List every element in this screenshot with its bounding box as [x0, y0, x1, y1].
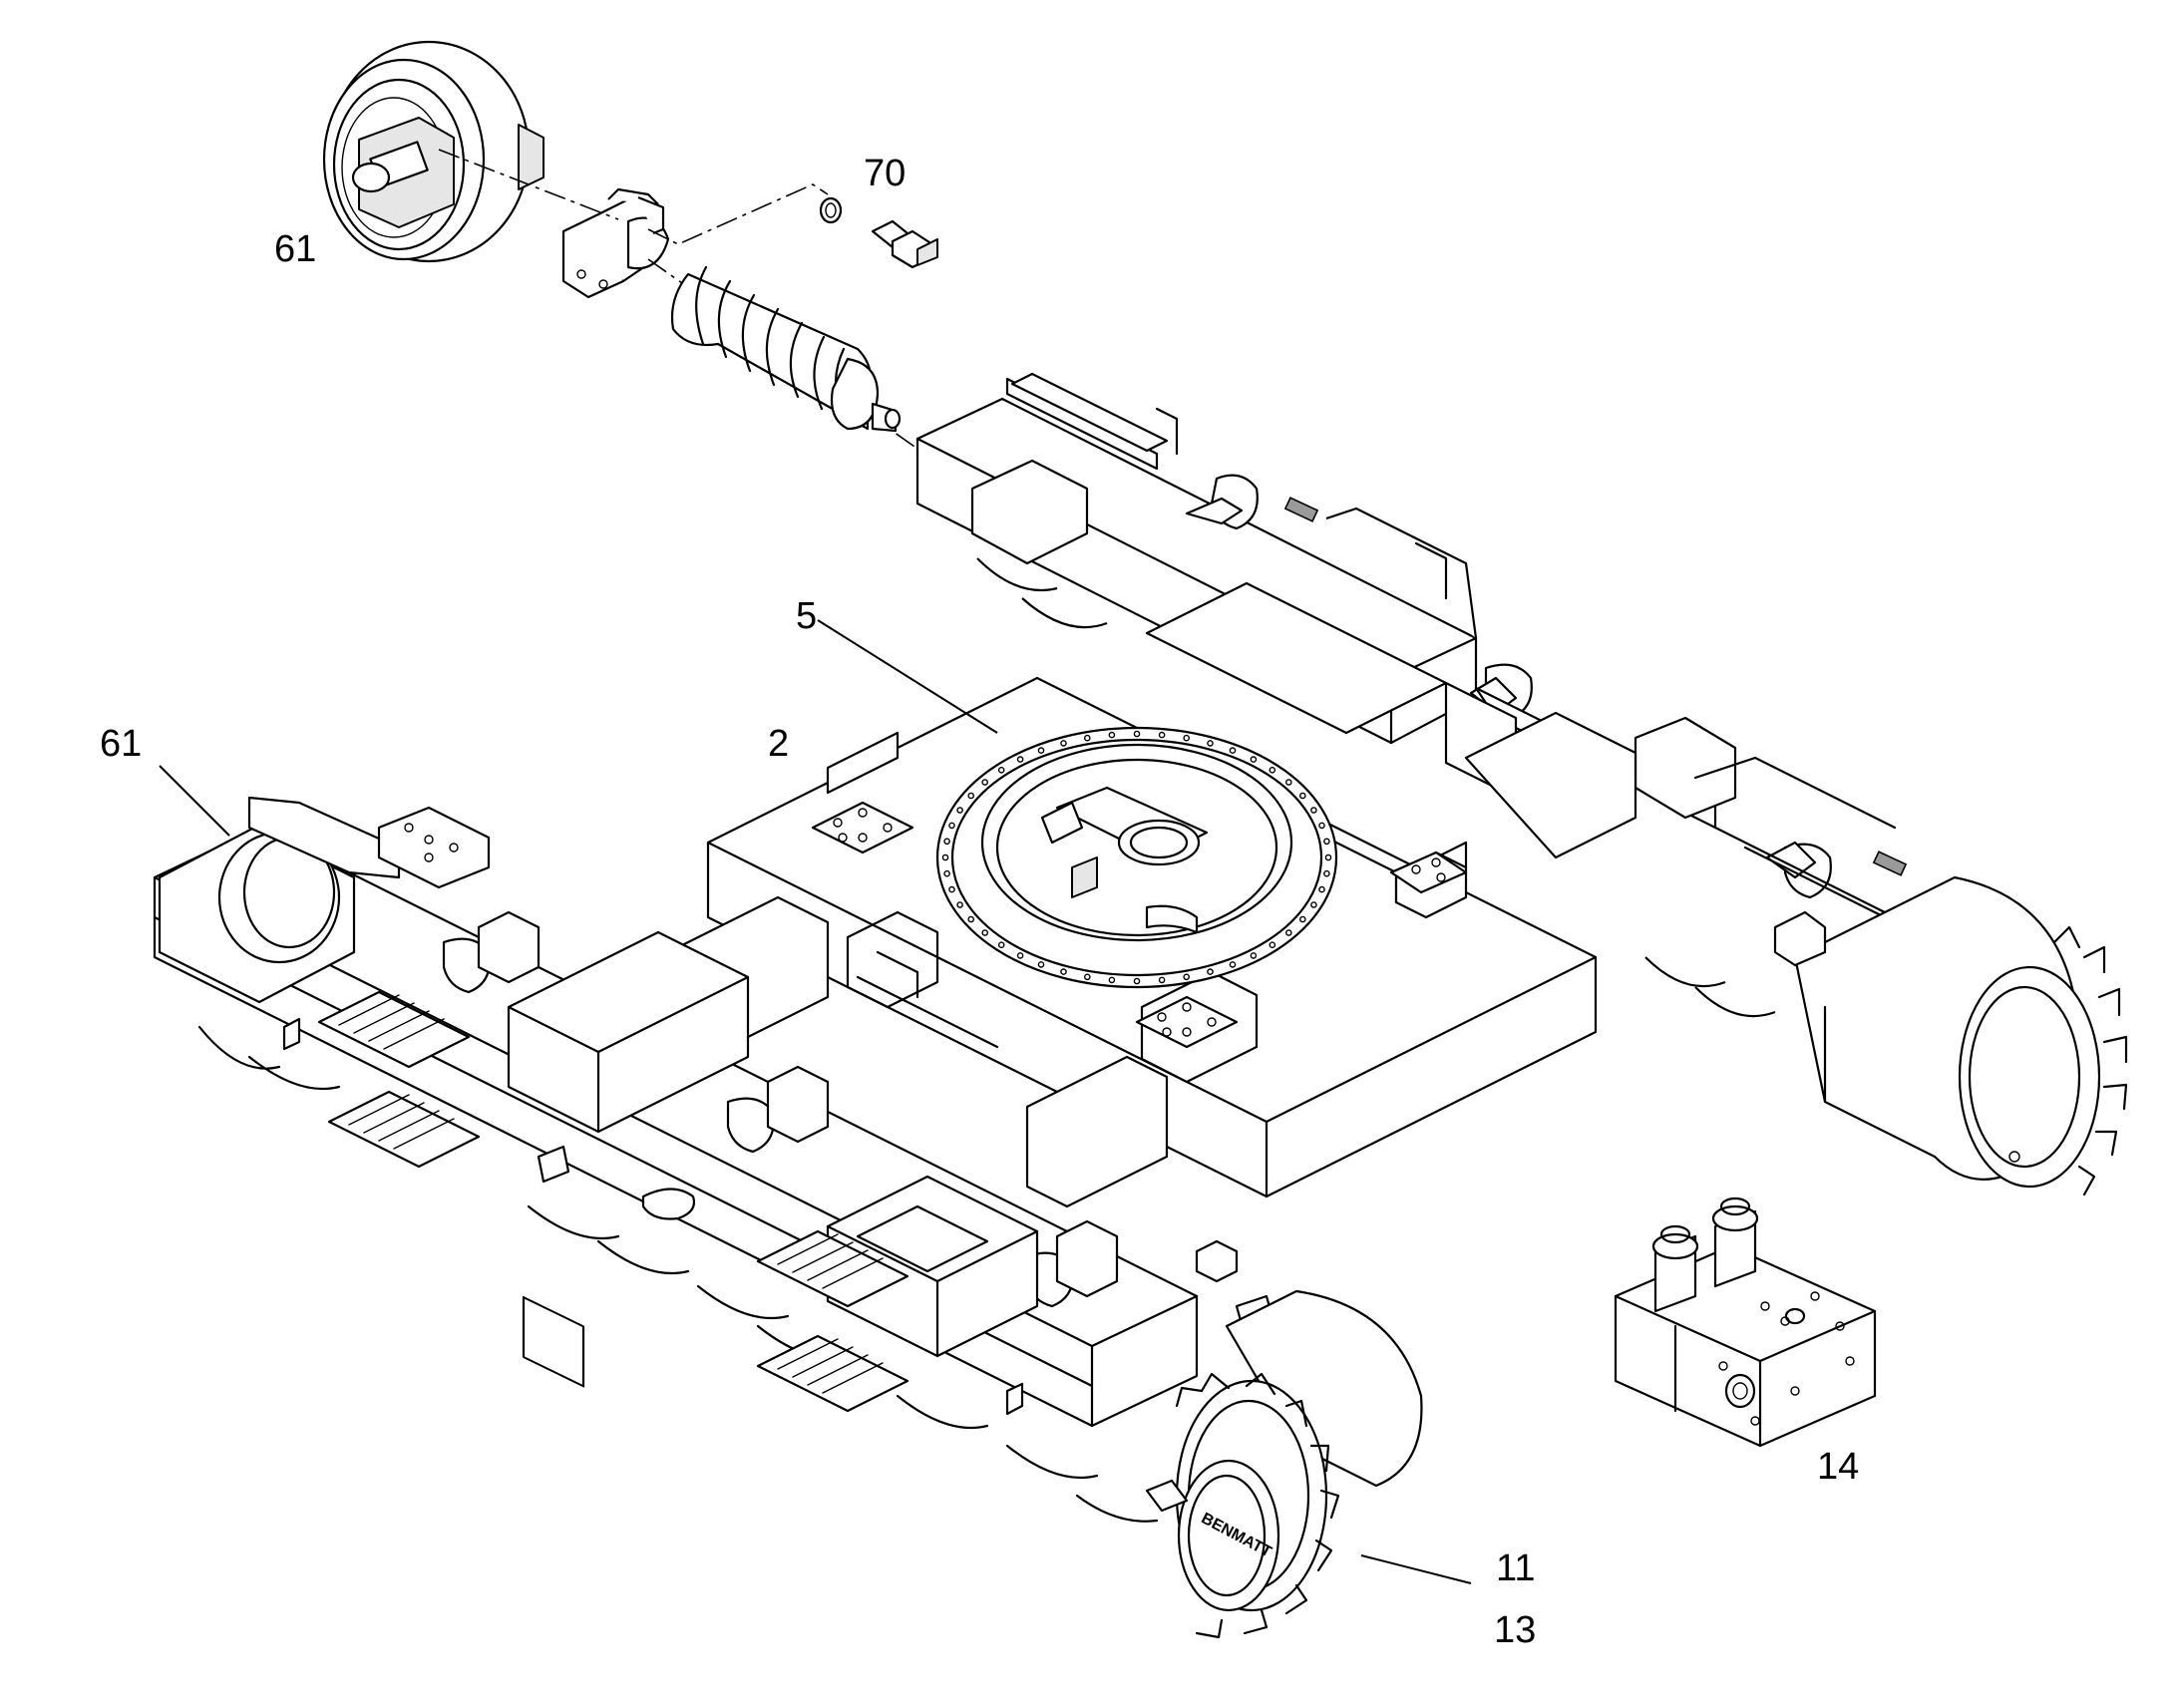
ring-bolt-hole — [1323, 869, 1330, 877]
callout-11: 11 — [1496, 1547, 1535, 1589]
o-ring — [819, 196, 843, 224]
right-drive-housing — [1773, 875, 2128, 1196]
left-drive-sprocket: BENMATT — [1145, 1289, 1423, 1639]
ring-bolt-hole — [1084, 734, 1091, 742]
callout-61-top: 61 — [274, 228, 316, 270]
slewing-ring — [935, 726, 1338, 989]
ring-bolt-hole — [1285, 779, 1292, 786]
ring-bolt-hole — [943, 869, 950, 877]
ring-bolt-hole — [1158, 731, 1166, 739]
ring-bolt-hole — [1310, 807, 1317, 814]
recoil-spring — [670, 265, 902, 433]
ring-bolt-hole — [1133, 977, 1141, 985]
ring-bolt-hole — [1229, 747, 1237, 754]
ring-bolt-hole — [1250, 952, 1258, 959]
ring-bolt-hole — [1060, 740, 1067, 747]
ring-bolt-hole — [1108, 976, 1116, 984]
ring-bolt-hole — [1229, 961, 1237, 968]
ring-bolt-hole — [1108, 731, 1116, 739]
ring-bolt-hole — [1060, 968, 1067, 975]
ring-bolt-hole — [1183, 734, 1190, 742]
ring-bolt-hole — [1016, 952, 1024, 959]
ring-bolt-holes — [941, 730, 1332, 985]
ring-bolt-hole — [1250, 756, 1258, 763]
ring-bolt-hole — [1318, 822, 1325, 830]
ring-bolt-hole — [997, 941, 1005, 949]
ring-bolt-hole — [948, 822, 955, 830]
ring-bolt-hole — [948, 885, 955, 893]
ring-bolt-hole — [967, 792, 975, 800]
ring-bolt-hole — [1084, 973, 1091, 981]
ring-bolt-hole — [1207, 968, 1214, 975]
ring-bolt-hole — [1207, 740, 1214, 747]
callout-61-left: 61 — [100, 723, 142, 765]
ring-bolt-hole — [1299, 915, 1306, 923]
callout-2: 2 — [768, 723, 789, 765]
ring-bolt-hole — [1037, 961, 1045, 968]
ring-bolt-hole — [1183, 973, 1190, 981]
ring-bolt-hole — [1269, 767, 1276, 774]
idler-yoke — [561, 187, 670, 299]
ring-bolt-hole — [1318, 885, 1325, 893]
ring-bolt-hole — [1037, 747, 1045, 754]
grease-fitting — [871, 219, 938, 269]
idler-wheel-top — [322, 40, 545, 263]
ring-bolt-hole — [967, 915, 975, 923]
ring-bolt-hole — [1133, 730, 1141, 738]
ring-bolt-hole — [1285, 929, 1292, 936]
valve-block — [1614, 1196, 1877, 1448]
callout-70: 70 — [864, 153, 906, 194]
ring-bolt-hole — [997, 767, 1005, 774]
ring-bolt-hole — [981, 779, 989, 786]
ring-bolt-hole — [941, 854, 949, 861]
ring-bolt-hole — [1269, 941, 1276, 949]
ring-bolt-hole — [1299, 792, 1306, 800]
ring-bolt-hole — [956, 807, 963, 814]
ring-bolt-hole — [956, 901, 963, 908]
callout-5: 5 — [796, 595, 817, 637]
ring-bolt-hole — [1158, 976, 1166, 984]
ring-bolt-hole — [1324, 854, 1332, 861]
step-plates — [317, 990, 909, 1413]
left-track-frame — [153, 796, 1273, 1523]
ring-bolt-hole — [1310, 901, 1317, 908]
leader-5 — [817, 619, 998, 734]
ring-bolt-hole — [981, 929, 989, 936]
ring-bolt-hole — [943, 838, 950, 846]
ring-bolt-hole — [1016, 756, 1024, 763]
leader-11 — [1360, 1554, 1472, 1584]
callout-14: 14 — [1817, 1446, 1859, 1488]
ring-bolt-hole — [1323, 838, 1330, 846]
callout-13: 13 — [1494, 1609, 1536, 1651]
leader-61-left — [159, 765, 230, 837]
